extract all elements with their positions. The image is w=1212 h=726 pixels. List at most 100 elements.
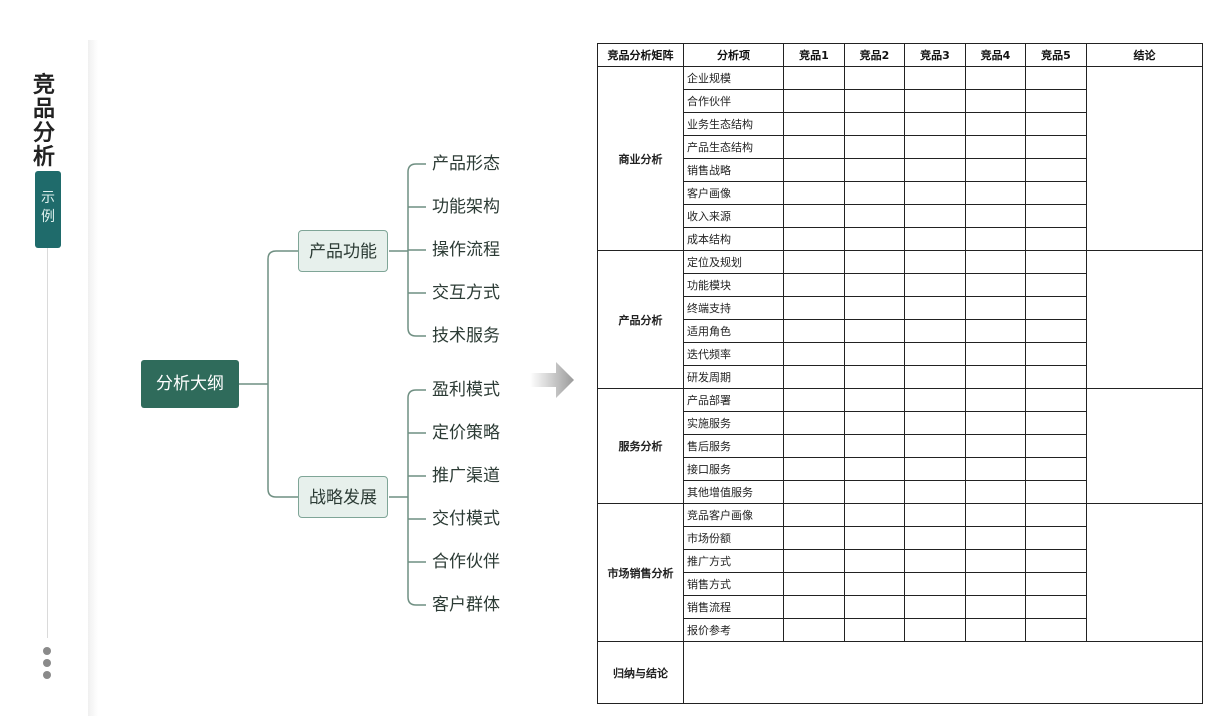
competitor-cell[interactable] xyxy=(904,135,966,159)
competitor-cell[interactable] xyxy=(904,319,966,343)
competitor-cell[interactable] xyxy=(844,572,905,596)
competitor-cell[interactable] xyxy=(904,273,966,297)
competitor-cell[interactable] xyxy=(844,388,905,412)
competitor-cell[interactable] xyxy=(783,296,845,320)
competitor-cell[interactable] xyxy=(1025,457,1087,481)
competitor-cell[interactable] xyxy=(844,273,905,297)
competitor-cell[interactable] xyxy=(844,250,905,274)
competitor-cell[interactable] xyxy=(1025,526,1087,550)
competitor-cell[interactable] xyxy=(904,618,966,642)
competitor-cell[interactable] xyxy=(965,227,1026,251)
competitor-cell[interactable] xyxy=(783,273,845,297)
competitor-cell[interactable] xyxy=(904,89,966,113)
competitor-cell[interactable] xyxy=(904,112,966,136)
competitor-cell[interactable] xyxy=(904,227,966,251)
competitor-cell[interactable] xyxy=(904,480,966,504)
conclusion-cell[interactable] xyxy=(1086,250,1203,389)
competitor-cell[interactable] xyxy=(844,66,905,90)
competitor-cell[interactable] xyxy=(783,135,845,159)
competitor-cell[interactable] xyxy=(965,503,1026,527)
competitor-cell[interactable] xyxy=(965,112,1026,136)
competitor-cell[interactable] xyxy=(783,549,845,573)
competitor-cell[interactable] xyxy=(904,549,966,573)
competitor-cell[interactable] xyxy=(783,480,845,504)
competitor-cell[interactable] xyxy=(783,342,845,366)
competitor-cell[interactable] xyxy=(844,618,905,642)
competitor-cell[interactable] xyxy=(844,181,905,205)
competitor-cell[interactable] xyxy=(1025,227,1087,251)
competitor-cell[interactable] xyxy=(965,595,1026,619)
competitor-cell[interactable] xyxy=(844,342,905,366)
competitor-cell[interactable] xyxy=(965,618,1026,642)
competitor-cell[interactable] xyxy=(844,158,905,182)
competitor-cell[interactable] xyxy=(904,595,966,619)
competitor-cell[interactable] xyxy=(1025,204,1087,228)
competitor-cell[interactable] xyxy=(965,158,1026,182)
competitor-cell[interactable] xyxy=(783,618,845,642)
competitor-cell[interactable] xyxy=(965,66,1026,90)
competitor-cell[interactable] xyxy=(904,204,966,228)
competitor-cell[interactable] xyxy=(783,227,845,251)
competitor-cell[interactable] xyxy=(844,526,905,550)
competitor-cell[interactable] xyxy=(1025,618,1087,642)
competitor-cell[interactable] xyxy=(783,250,845,274)
competitor-cell[interactable] xyxy=(1025,503,1087,527)
competitor-cell[interactable] xyxy=(904,388,966,412)
competitor-cell[interactable] xyxy=(1025,66,1087,90)
competitor-cell[interactable] xyxy=(1025,411,1087,435)
competitor-cell[interactable] xyxy=(904,158,966,182)
competitor-cell[interactable] xyxy=(844,227,905,251)
competitor-cell[interactable] xyxy=(965,250,1026,274)
competitor-cell[interactable] xyxy=(904,411,966,435)
competitor-cell[interactable] xyxy=(783,66,845,90)
competitor-cell[interactable] xyxy=(1025,273,1087,297)
competitor-cell[interactable] xyxy=(1025,549,1087,573)
competitor-cell[interactable] xyxy=(965,181,1026,205)
competitor-cell[interactable] xyxy=(1025,595,1087,619)
competitor-cell[interactable] xyxy=(965,572,1026,596)
competitor-cell[interactable] xyxy=(844,549,905,573)
competitor-cell[interactable] xyxy=(1025,572,1087,596)
competitor-cell[interactable] xyxy=(783,503,845,527)
competitor-cell[interactable] xyxy=(1025,296,1087,320)
competitor-cell[interactable] xyxy=(904,250,966,274)
competitor-cell[interactable] xyxy=(844,296,905,320)
competitor-cell[interactable] xyxy=(844,89,905,113)
more-dots-icon[interactable] xyxy=(43,647,52,683)
competitor-cell[interactable] xyxy=(844,319,905,343)
competitor-cell[interactable] xyxy=(965,480,1026,504)
competitor-cell[interactable] xyxy=(1025,135,1087,159)
competitor-cell[interactable] xyxy=(1025,434,1087,458)
competitor-cell[interactable] xyxy=(904,296,966,320)
competitor-cell[interactable] xyxy=(965,135,1026,159)
competitor-cell[interactable] xyxy=(783,434,845,458)
competitor-cell[interactable] xyxy=(783,572,845,596)
competitor-cell[interactable] xyxy=(783,89,845,113)
competitor-cell[interactable] xyxy=(844,457,905,481)
competitor-cell[interactable] xyxy=(783,411,845,435)
summary-content-cell[interactable] xyxy=(683,641,1203,704)
competitor-cell[interactable] xyxy=(1025,112,1087,136)
competitor-cell[interactable] xyxy=(965,411,1026,435)
competitor-cell[interactable] xyxy=(904,503,966,527)
competitor-cell[interactable] xyxy=(844,434,905,458)
competitor-cell[interactable] xyxy=(965,89,1026,113)
competitor-cell[interactable] xyxy=(904,434,966,458)
competitor-cell[interactable] xyxy=(965,296,1026,320)
competitor-cell[interactable] xyxy=(965,549,1026,573)
competitor-cell[interactable] xyxy=(1025,181,1087,205)
competitor-cell[interactable] xyxy=(965,388,1026,412)
competitor-cell[interactable] xyxy=(965,526,1026,550)
competitor-cell[interactable] xyxy=(844,480,905,504)
competitor-cell[interactable] xyxy=(783,204,845,228)
competitor-cell[interactable] xyxy=(1025,342,1087,366)
competitor-cell[interactable] xyxy=(1025,250,1087,274)
competitor-cell[interactable] xyxy=(844,595,905,619)
conclusion-cell[interactable] xyxy=(1086,388,1203,504)
competitor-cell[interactable] xyxy=(844,365,905,389)
competitor-cell[interactable] xyxy=(783,181,845,205)
competitor-cell[interactable] xyxy=(965,319,1026,343)
competitor-cell[interactable] xyxy=(1025,158,1087,182)
conclusion-cell[interactable] xyxy=(1086,66,1203,251)
competitor-cell[interactable] xyxy=(904,66,966,90)
